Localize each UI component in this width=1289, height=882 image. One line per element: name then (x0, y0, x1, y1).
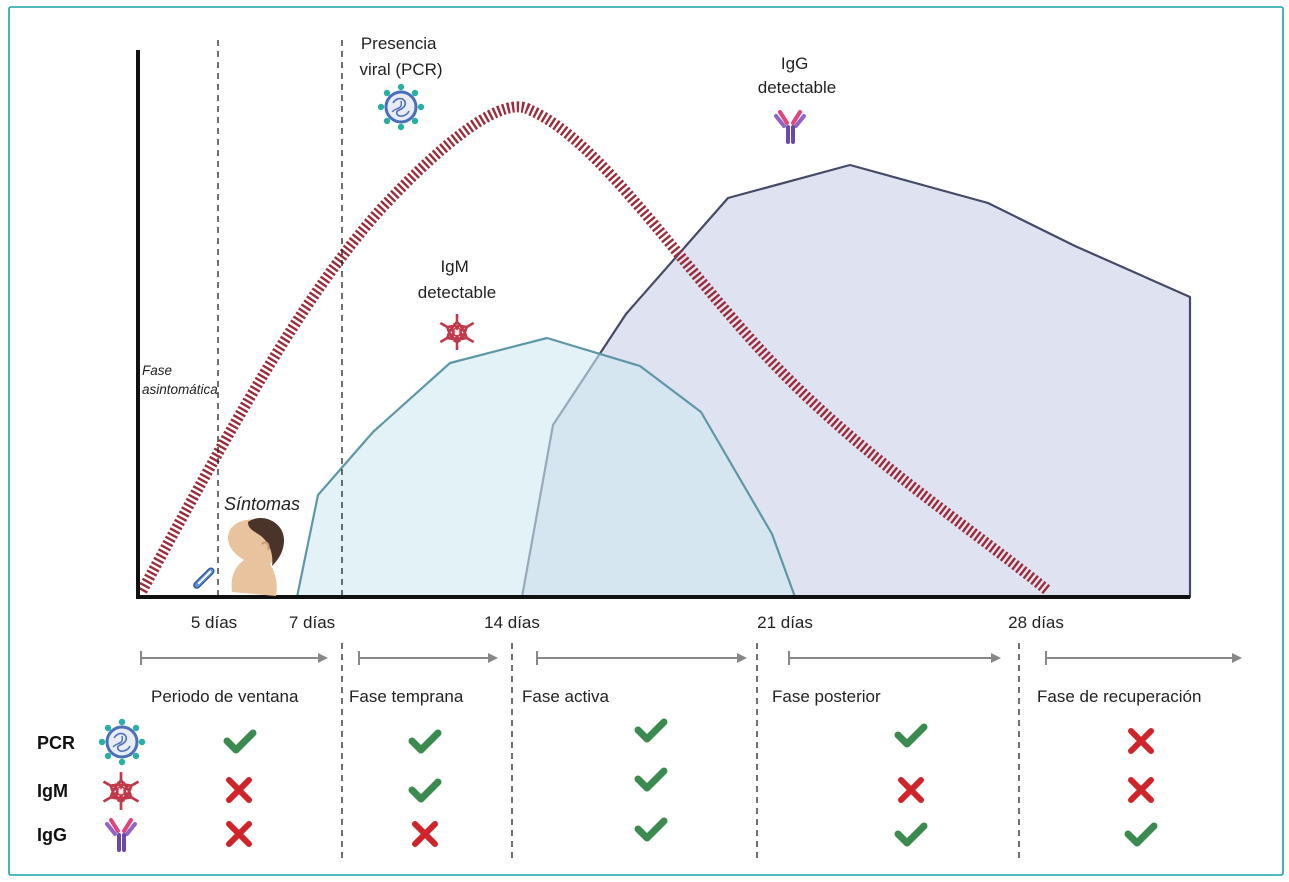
virus-icon (97, 717, 147, 767)
check-icon (412, 733, 438, 750)
test-row-label: IgM (37, 781, 68, 801)
phase-label: Fase posterior (772, 687, 881, 706)
phase-arrows (140, 651, 1240, 665)
check-icon (227, 733, 253, 750)
check-icon (638, 722, 664, 739)
virus-icon (376, 82, 426, 132)
diagram-frame (8, 6, 1284, 876)
day-label: 28 días (1008, 613, 1064, 632)
check-icon (898, 826, 924, 843)
cross-icon (415, 824, 435, 844)
phase-label: Fase temprana (349, 687, 464, 706)
viral-load-curve (137, 101, 1051, 595)
thermometer-icon (193, 567, 215, 589)
check-icon (1128, 826, 1154, 843)
day-label: 14 días (484, 613, 540, 632)
day-label: 21 días (757, 613, 813, 632)
phase-arrow (788, 651, 999, 665)
phase-labels: Periodo de ventana Fase temprana Fase ac… (151, 687, 1201, 706)
phase-label: Fase activa (522, 687, 609, 706)
test-rows: PCR IgM IgG (37, 717, 147, 852)
igm-area (295, 336, 797, 599)
test-row-label: PCR (37, 733, 75, 753)
day-labels: 5 días 7 días 14 días 21 días 28 días (191, 613, 1064, 632)
cross-icon (901, 780, 921, 800)
igg-antibody-icon (105, 818, 137, 852)
phase-separators (341, 643, 1020, 862)
check-icon (898, 727, 924, 744)
phase-arrow (358, 651, 496, 665)
cross-icon (229, 824, 249, 844)
phase-label: Fase de recuperación (1037, 687, 1201, 706)
phase-label: Periodo de ventana (151, 687, 299, 706)
viral-presence-label: Presencia viral (PCR) (359, 34, 442, 79)
phase-arrow (536, 651, 745, 665)
igm-antibody-icon (100, 772, 142, 810)
phase-arrow (140, 651, 326, 665)
igg-antibody-icon (774, 110, 806, 144)
cross-icon (1131, 780, 1151, 800)
patient-head-icon (228, 518, 284, 596)
check-icon (638, 821, 664, 838)
day-label: 5 días (191, 613, 237, 632)
day-markers (217, 40, 343, 597)
result-marks (227, 722, 1154, 844)
check-icon (412, 782, 438, 799)
symptoms-label: Síntomas (224, 494, 300, 514)
igg-detectable-label: IgG detectable (758, 54, 836, 97)
phase-arrow (1045, 651, 1240, 665)
asymptomatic-phase-label: Fase asintomática (142, 363, 218, 397)
check-icon (638, 771, 664, 788)
igm-detectable-label: IgM detectable (418, 257, 496, 302)
cross-icon (229, 780, 249, 800)
igm-antibody-icon (437, 314, 477, 350)
day-label: 7 días (289, 613, 335, 632)
test-row-label: IgG (37, 825, 67, 845)
cross-icon (1131, 731, 1151, 751)
